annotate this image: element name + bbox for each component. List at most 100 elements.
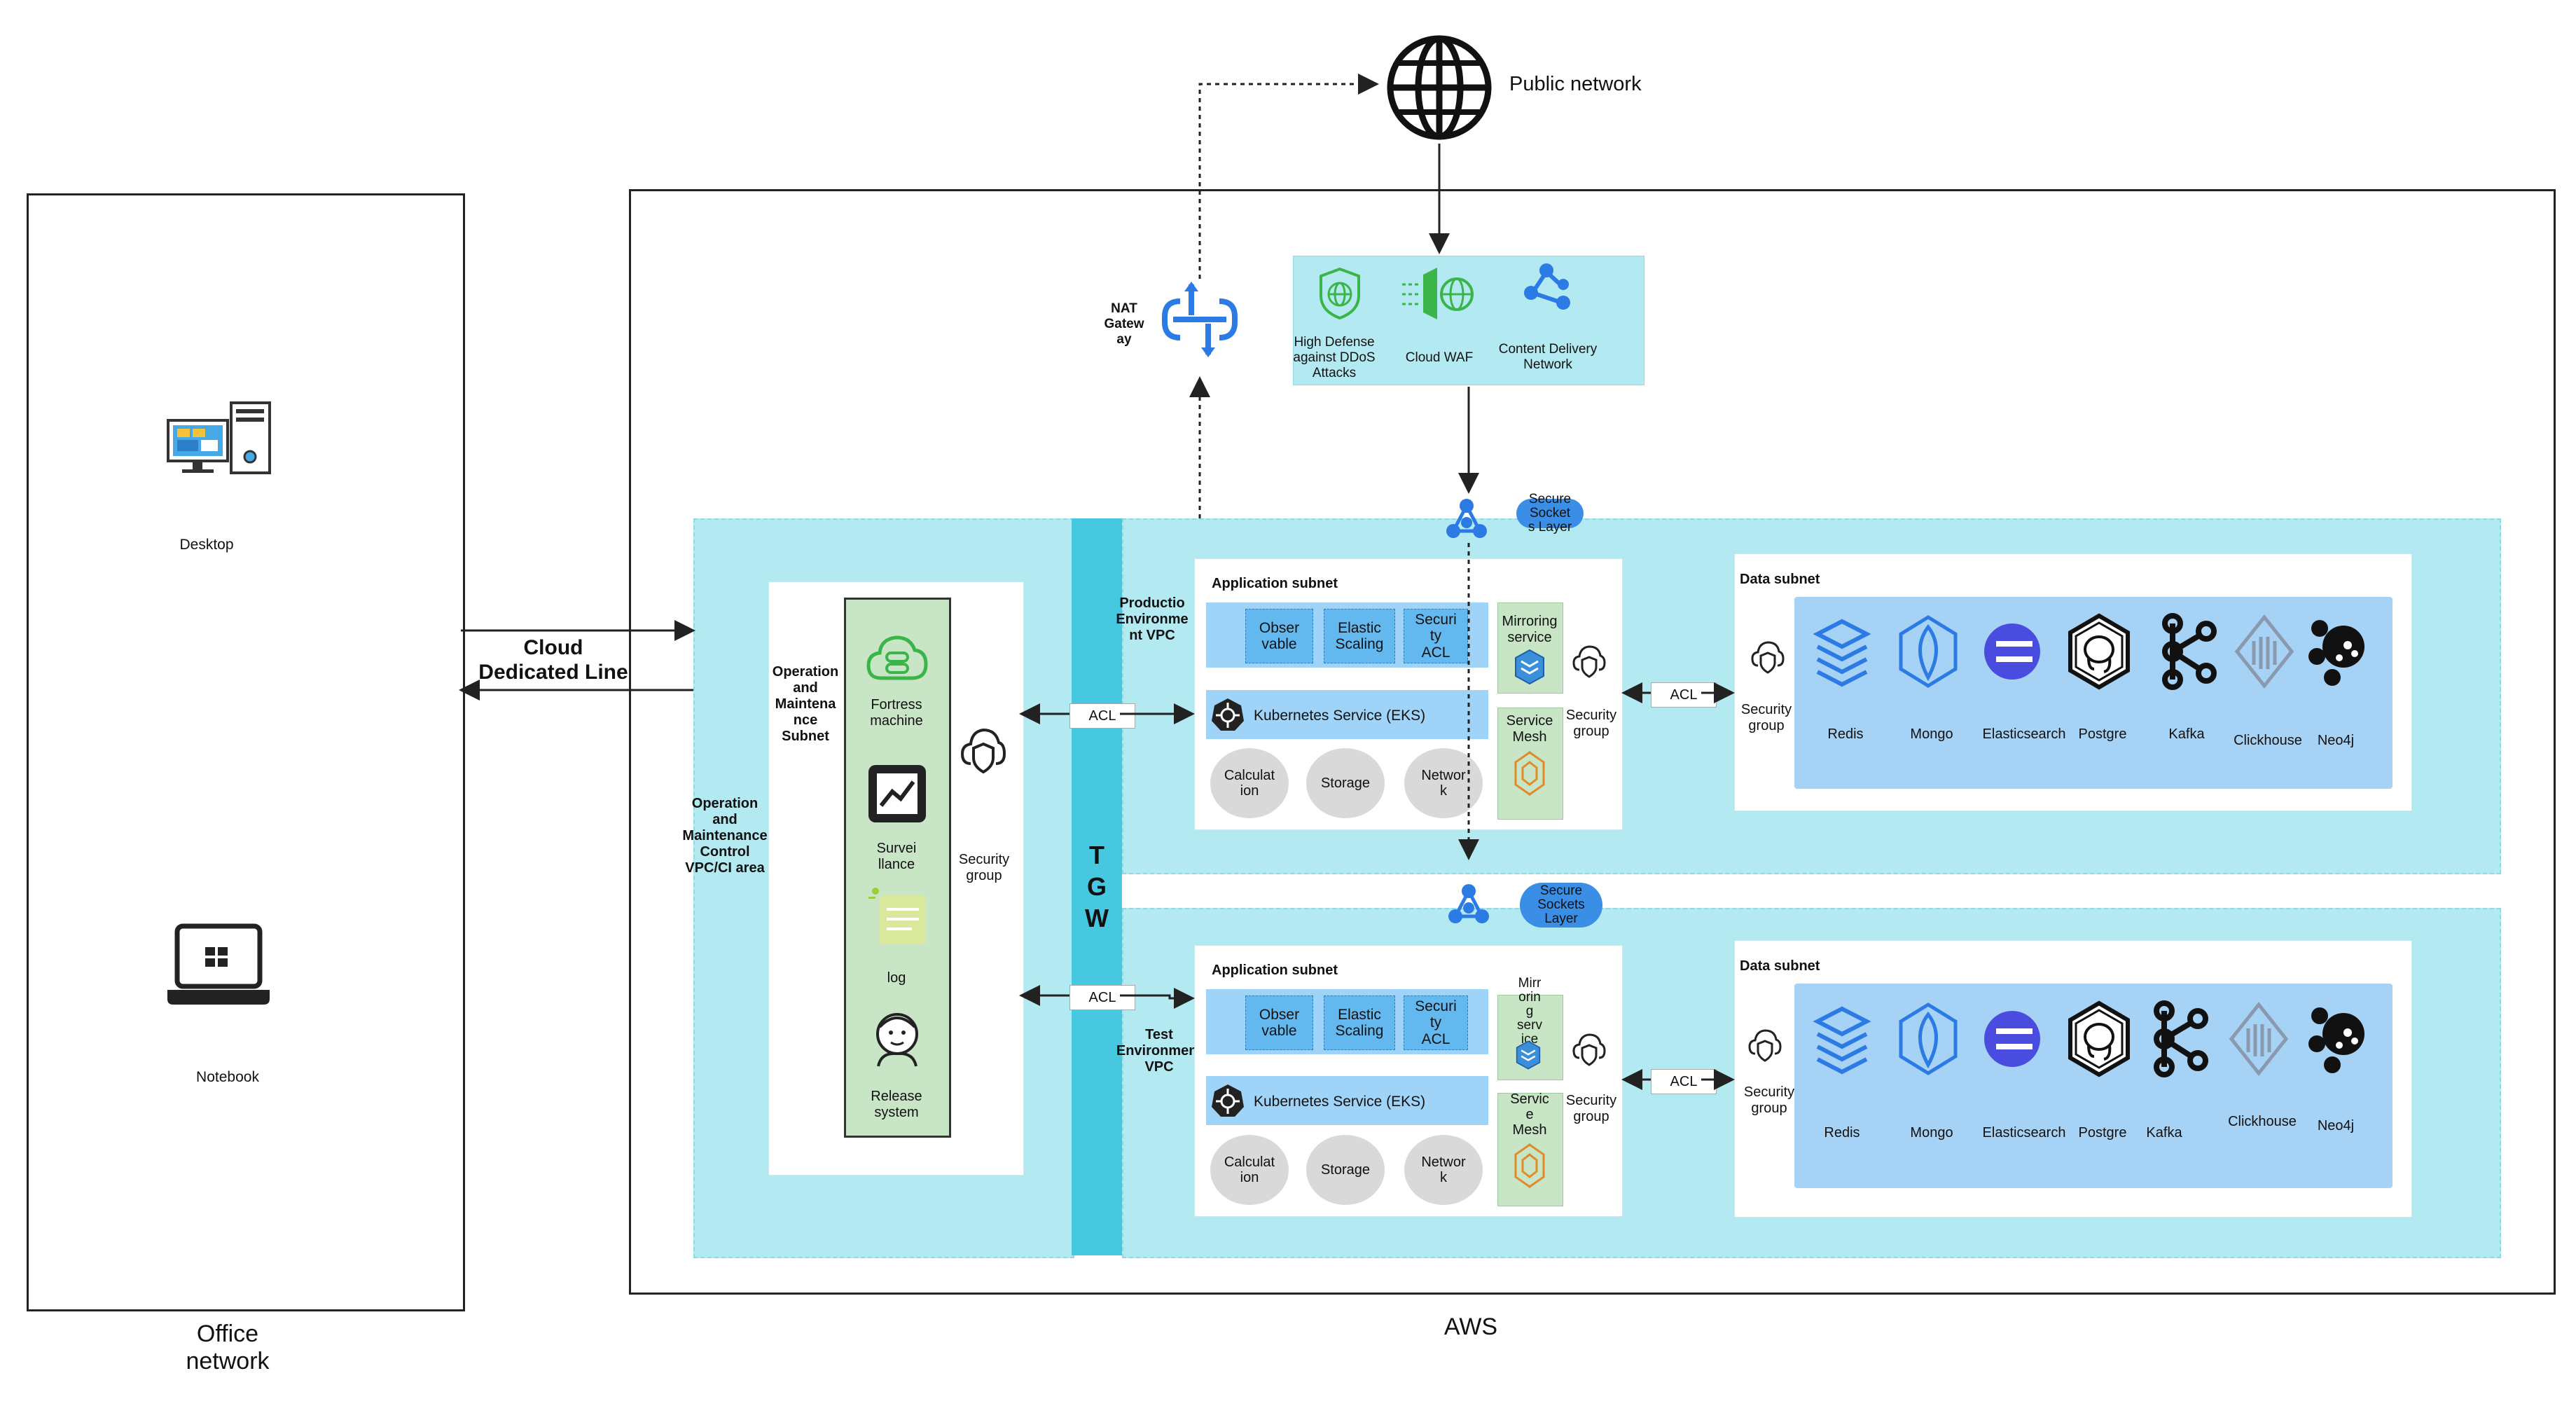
test-mirroring-icon bbox=[1516, 1040, 1541, 1070]
test-security-group-label: Security group bbox=[1565, 1093, 1617, 1124]
production-elasticsearch-icon bbox=[1981, 613, 2051, 690]
ssl-top-node-icon bbox=[1445, 497, 1488, 541]
nat-gateway-icon bbox=[1159, 280, 1240, 359]
production-security-group-label: Security group bbox=[1565, 708, 1617, 739]
test-data-security-group-label: Security group bbox=[1743, 1084, 1795, 1116]
production-neo4j-label: Neo4j bbox=[2317, 733, 2355, 748]
ssl-bottom-pill: Secure Sockets Layer bbox=[1520, 883, 1602, 928]
om-control-area-label: Operation and Maintenance Control VPC/CI… bbox=[682, 796, 768, 876]
test-network-circle: Networ k bbox=[1404, 1135, 1483, 1205]
test-calculation-circle: Calculat ion bbox=[1210, 1135, 1289, 1205]
test-storage-circle: Storage bbox=[1306, 1135, 1385, 1205]
cdn-icon bbox=[1518, 261, 1579, 321]
desktop-icon bbox=[165, 399, 277, 476]
production-service-mesh-icon bbox=[1514, 751, 1545, 796]
production-neo4j-icon bbox=[2304, 613, 2374, 690]
test-service-mesh-label: Servic e Mesh bbox=[1510, 1091, 1549, 1138]
cloud-dedicated-line-label: Cloud Dedicated Line bbox=[478, 636, 628, 684]
test-observable-chip: Obser vable bbox=[1245, 995, 1313, 1050]
production-redis-icon bbox=[1810, 613, 1881, 690]
ssl-bottom-node-icon bbox=[1447, 883, 1490, 926]
release-system-label: Release system bbox=[871, 1089, 922, 1120]
tgw-label: T G W bbox=[1085, 841, 1109, 932]
office-network-label: Office network bbox=[186, 1321, 270, 1375]
production-elastic-scaling-chip: Elastic Scaling bbox=[1324, 609, 1395, 663]
production-kafka-label: Kafka bbox=[2168, 726, 2205, 742]
production-kafka-icon bbox=[2152, 613, 2222, 690]
test-neo4j-label: Neo4j bbox=[2317, 1118, 2355, 1133]
test-eks-label: Kubernetes Service (EKS) bbox=[1254, 1094, 1426, 1110]
production-postgre-label: Postgre bbox=[2078, 726, 2127, 742]
globe-icon bbox=[1385, 34, 1494, 142]
test-elasticsearch-icon bbox=[1981, 1000, 2051, 1077]
test-vpc-label: Test Environment VPC bbox=[1116, 1027, 1203, 1075]
transit-gateway bbox=[1072, 518, 1122, 1255]
test-service-mesh-icon bbox=[1514, 1143, 1545, 1188]
notebook-icon bbox=[165, 923, 273, 1007]
test-kafka-icon bbox=[2143, 1000, 2213, 1077]
fortress-machine-icon bbox=[866, 629, 929, 689]
production-data-subnet-label: Data subnet bbox=[1740, 572, 1820, 587]
test-elastic-scaling-chip: Elastic Scaling bbox=[1324, 995, 1395, 1050]
waf-label: Cloud WAF bbox=[1405, 350, 1474, 365]
production-data-security-group-label: Security group bbox=[1740, 702, 1792, 733]
test-om-acl: ACL bbox=[1069, 985, 1135, 1010]
test-kafka-label: Kafka bbox=[2146, 1125, 2182, 1140]
log-label: log bbox=[887, 970, 906, 986]
office-network-frame bbox=[27, 193, 465, 1311]
production-vpc-label: Productio Environme nt VPC bbox=[1116, 595, 1189, 643]
notebook-label: Notebook bbox=[196, 1069, 259, 1085]
fortress-machine-label: Fortress machine bbox=[870, 697, 923, 729]
test-data-security-group-icon bbox=[1748, 1027, 1782, 1063]
production-app-data-acl: ACL bbox=[1651, 682, 1717, 708]
nat-gateway-label: NAT Gatew ay bbox=[1104, 301, 1144, 347]
waf-icon bbox=[1401, 265, 1485, 322]
production-postgre-icon bbox=[2068, 613, 2138, 690]
om-security-group-label: Security group bbox=[958, 852, 1010, 883]
production-om-acl: ACL bbox=[1069, 703, 1135, 729]
production-storage-circle: Storage bbox=[1306, 748, 1385, 818]
test-neo4j-icon bbox=[2304, 1000, 2374, 1077]
production-observable-chip: Obser vable bbox=[1245, 609, 1313, 663]
test-kubernetes-icon bbox=[1210, 1083, 1245, 1118]
production-data-security-group-icon bbox=[1751, 639, 1785, 675]
production-mongo-label: Mongo bbox=[1910, 726, 1953, 742]
production-eks-label: Kubernetes Service (EKS) bbox=[1254, 708, 1426, 724]
test-mongo-icon bbox=[1897, 1000, 1967, 1077]
production-calculation-circle: Calculat ion bbox=[1210, 748, 1289, 818]
production-mirroring-label: Mirroring service bbox=[1502, 614, 1558, 645]
production-elasticsearch-label: Elasticsearch bbox=[1982, 726, 2066, 742]
test-mirroring-label: Mirr orin g serv ice bbox=[1517, 976, 1542, 1047]
test-mongo-label: Mongo bbox=[1910, 1125, 1953, 1140]
test-security-group-icon bbox=[1572, 1031, 1606, 1068]
om-security-group-icon bbox=[960, 723, 1006, 779]
test-data-subnet-label: Data subnet bbox=[1740, 958, 1820, 974]
om-subnet-label: Operation and Maintena nce Subnet bbox=[772, 664, 839, 744]
surveillance-icon bbox=[866, 762, 929, 825]
test-app-subnet-label: Application subnet bbox=[1212, 963, 1338, 978]
test-redis-icon bbox=[1810, 1000, 1881, 1077]
log-icon bbox=[866, 884, 929, 947]
surveillance-label: Survei llance bbox=[876, 841, 917, 872]
ddos-label: High Defense against DDoS Attacks bbox=[1293, 335, 1376, 380]
aws-label: AWS bbox=[1443, 1314, 1498, 1340]
production-service-mesh-label: Service Mesh bbox=[1506, 713, 1553, 745]
test-postgre-icon bbox=[2068, 1000, 2138, 1077]
release-system-icon bbox=[866, 1006, 929, 1069]
test-redis-label: Redis bbox=[1824, 1125, 1860, 1140]
production-mongo-icon bbox=[1897, 613, 1967, 690]
test-clickhouse-label: Clickhouse bbox=[2228, 1114, 2297, 1129]
test-security-acl-chip: Securi ty ACL bbox=[1404, 995, 1468, 1050]
production-clickhouse-icon bbox=[2233, 613, 2303, 690]
production-eks-bar bbox=[1206, 690, 1488, 739]
public-network-label: Public network bbox=[1509, 73, 1642, 95]
ddos-icon bbox=[1315, 266, 1364, 321]
production-security-group-icon bbox=[1572, 643, 1606, 680]
test-clickhouse-icon bbox=[2227, 1000, 2297, 1077]
production-redis-label: Redis bbox=[1827, 726, 1864, 742]
production-kubernetes-icon bbox=[1210, 697, 1245, 732]
production-clickhouse-label: Clickhouse bbox=[2234, 733, 2302, 748]
edge-services-box bbox=[1293, 256, 1644, 385]
test-eks-bar bbox=[1206, 1076, 1488, 1125]
